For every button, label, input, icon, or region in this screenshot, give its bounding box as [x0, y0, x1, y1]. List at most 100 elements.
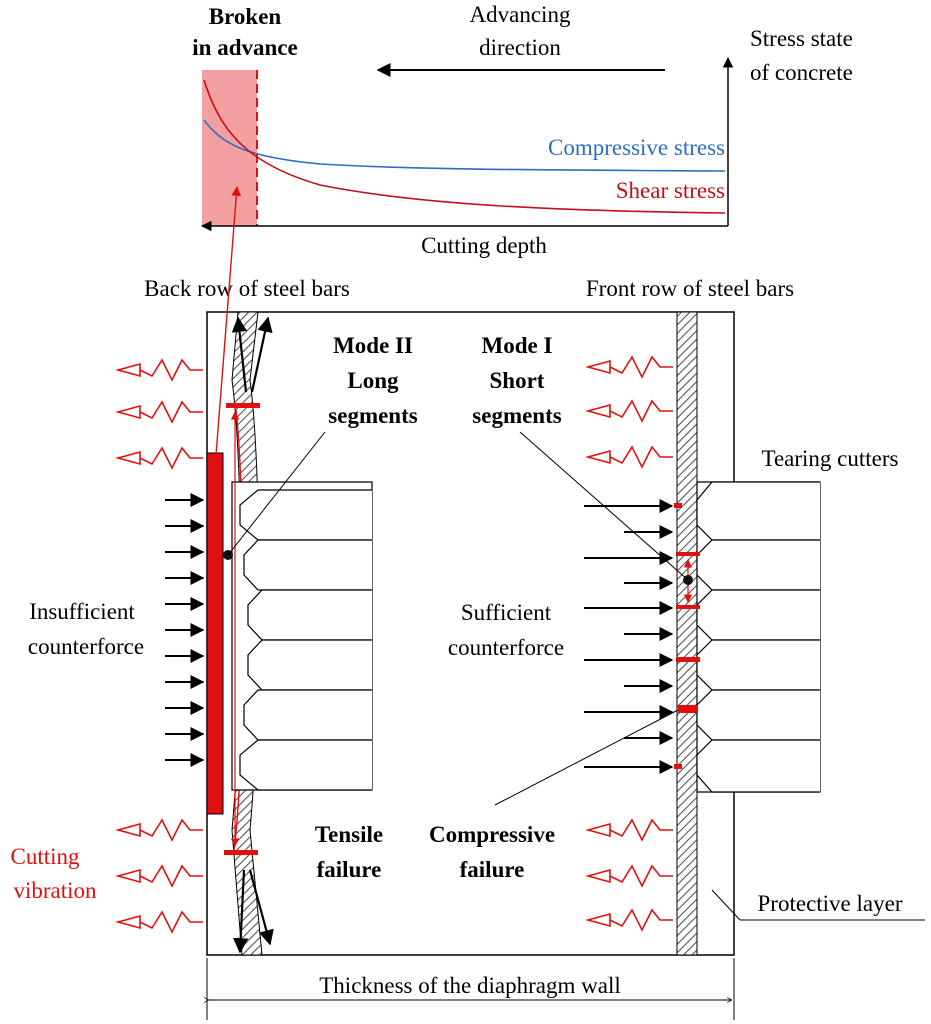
cutting-vibration-line1: Cutting: [10, 844, 80, 869]
right-cutter-tooth: [696, 639, 820, 691]
tension-arrow: [250, 316, 273, 393]
vibration-zigzag: [139, 818, 203, 842]
vibration-head: [114, 822, 141, 838]
tension-arrow: [231, 316, 248, 393]
left-cutter-tooth: [243, 539, 372, 591]
broken-zone-link: [215, 186, 242, 456]
diaphragm-wall: [206, 311, 925, 956]
tension-arrow: [232, 869, 249, 954]
mode1-leader: [519, 431, 689, 581]
vibration-zigzag: [609, 908, 673, 932]
vibration-arrow-left: [114, 358, 203, 382]
vibration-zigzag: [609, 864, 673, 888]
tension-arrows: [231, 316, 274, 954]
vibration-arrow-left: [114, 446, 203, 470]
right-cutter-tooth: [696, 739, 820, 793]
tensile-failure-line2: failure: [317, 857, 382, 882]
back-failure-marks: [224, 403, 260, 855]
vibration-arrow-left: [114, 400, 203, 424]
vibration-head: [114, 868, 141, 884]
vibration-zigzag: [609, 355, 673, 379]
sufficient-counterforce-line1: Sufficient: [461, 600, 552, 625]
front-row-label: Front row of steel bars: [586, 276, 794, 301]
vibration-zigzag: [139, 358, 203, 382]
protective-layer-leader: [711, 889, 741, 921]
vibration-arrow-right: [584, 445, 673, 469]
left-cutter-tooth: [247, 639, 372, 691]
failure-mark: [678, 705, 698, 713]
mode1-label-line1: Mode I: [482, 333, 553, 358]
vibration-zigzag: [139, 910, 203, 934]
vibration-zigzag: [139, 864, 203, 888]
compressive-failure-line2: failure: [460, 857, 525, 882]
mode2-label-line1: Mode II: [333, 333, 413, 358]
shear-stress-curve: [203, 79, 726, 214]
right-cutter-tooth: [696, 481, 820, 541]
thickness-dimension: Thickness of the diaphragm wall: [207, 958, 735, 1020]
vibration-zigzag: [139, 446, 203, 470]
right-cutter-tooth: [696, 689, 820, 741]
broken-label-line2: in advance: [192, 35, 297, 60]
advancing-label-line1: Advancing: [470, 2, 571, 27]
broken-label-line1: Broken: [209, 4, 282, 29]
back-row-label: Back row of steel bars: [144, 276, 350, 301]
insufficient-counterforce-arrows: [165, 493, 205, 767]
front-steel-bars: [676, 311, 698, 956]
advancing-label-line2: direction: [479, 35, 561, 60]
vibration-zigzag: [139, 400, 203, 424]
shear-stress-label: Shear stress: [616, 178, 725, 203]
failure-mark: [676, 552, 700, 556]
left-tearing-cutters: [231, 481, 373, 791]
failure-mark: [674, 764, 682, 769]
mode2-label-line2: Long: [347, 368, 399, 393]
insufficient-counterforce-line2: counterforce: [28, 634, 144, 659]
compressive-stress-label: Compressive stress: [548, 135, 725, 160]
failure-mark: [676, 657, 700, 662]
vibration-arrow-left: [114, 910, 203, 934]
tearing-cutters-label: Tearing cutters: [762, 446, 899, 471]
vibration-arrow-right: [584, 908, 673, 932]
vibration-head: [114, 362, 141, 378]
thickness-label: Thickness of the diaphragm wall: [319, 973, 620, 998]
vibration-head: [584, 912, 611, 928]
vibration-arrow-right: [584, 818, 673, 842]
right-cutter-tooth: [696, 539, 820, 591]
mode2-leader: [227, 431, 326, 556]
mode2-label-line3: segments: [328, 403, 417, 428]
stress-axis-label-line2: of concrete: [750, 60, 853, 85]
vibration-head: [114, 450, 141, 466]
tension-arrow: [248, 869, 274, 946]
vibration-zigzag: [609, 445, 673, 469]
vibration-head: [584, 449, 611, 465]
left-cutter-tooth: [243, 689, 372, 741]
vibration-arrow-left: [114, 818, 203, 842]
compressive-failure-line1: Compressive: [429, 822, 555, 847]
leader-lines: [227, 431, 689, 806]
cutting-depth-label: Cutting depth: [421, 233, 547, 258]
compressive-stress-curve: [203, 119, 726, 172]
insufficient-counterforce-line1: Insufficient: [29, 599, 135, 624]
cutting-vibration-line2: vibration: [13, 878, 97, 903]
failure-mark: [226, 403, 260, 408]
stress-chart: Broken in advance Advancing direction St…: [192, 2, 853, 258]
vibration-arrows: [114, 355, 673, 934]
sufficient-counterforce-line2: counterforce: [448, 635, 564, 660]
left-cutter-tooth: [247, 589, 372, 641]
vibration-head: [584, 359, 611, 375]
right-cutter-tooth: [696, 589, 820, 641]
sufficient-counterforce-arrows: [584, 499, 674, 774]
vibration-arrow-left: [114, 864, 203, 888]
tensile-failure-line1: Tensile: [315, 822, 383, 847]
vibration-head: [584, 868, 611, 884]
mode1-label-line3: segments: [472, 403, 561, 428]
vibration-arrow-right: [584, 355, 673, 379]
vibration-arrow-right: [584, 399, 673, 423]
stress-axis-label-line1: Stress state: [750, 26, 853, 51]
vibration-head: [114, 914, 141, 930]
vibration-head: [114, 404, 141, 420]
failure-mark: [676, 605, 700, 609]
vibration-head: [584, 822, 611, 838]
failure-mark: [224, 850, 258, 855]
vibration-zigzag: [609, 399, 673, 423]
